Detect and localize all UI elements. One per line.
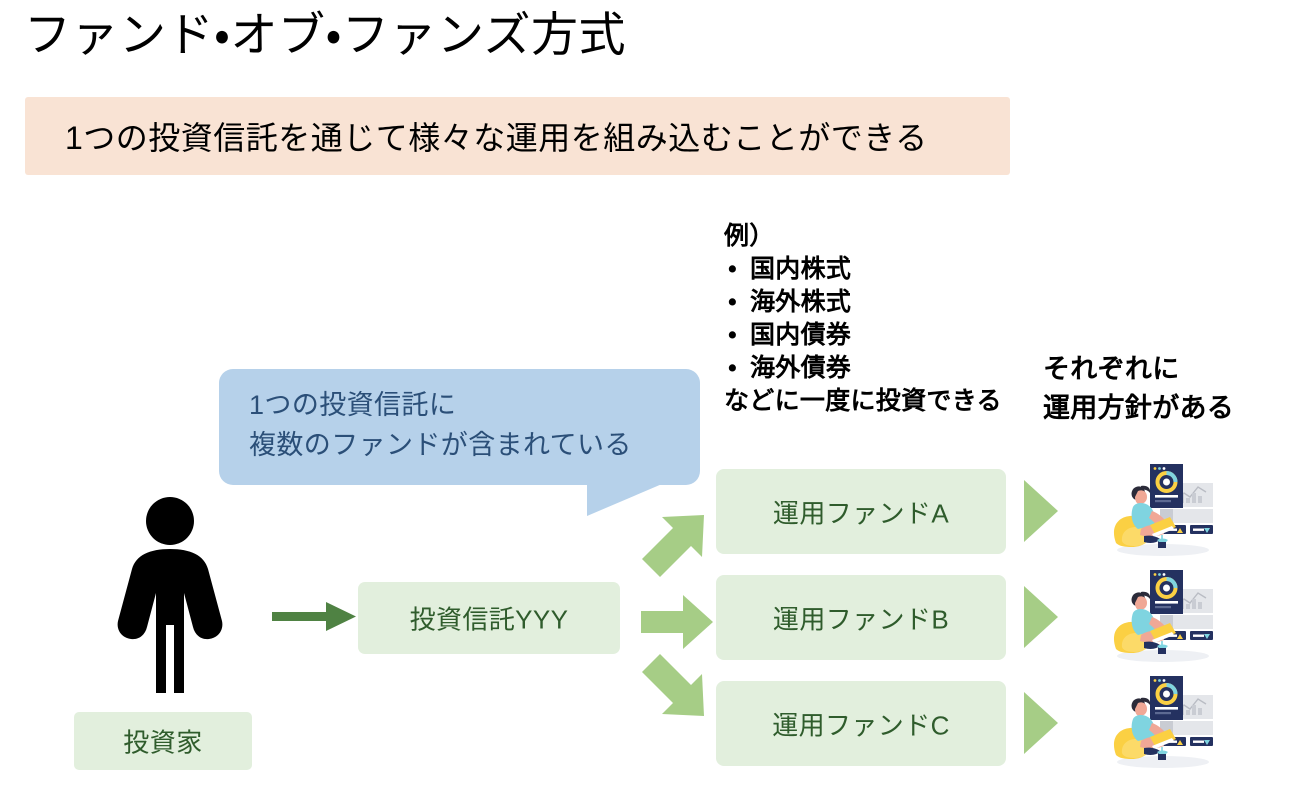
investment-trust-label: 投資信託YYY bbox=[409, 604, 569, 635]
list-item-label: 海外債券 bbox=[750, 354, 852, 382]
list-item: • 海外株式 bbox=[724, 286, 1054, 319]
bullet-icon: • bbox=[728, 255, 738, 283]
subtitle-text: 1つの投資信託を通じて様々な運用を組み込むことができる bbox=[65, 120, 928, 156]
list-item: • 国内株式 bbox=[724, 253, 1054, 286]
fund-box-a: 運用ファンドA bbox=[716, 469, 1006, 554]
person-pictogram-icon bbox=[110, 497, 230, 695]
list-item-label: 国内株式 bbox=[750, 255, 852, 283]
right-caption-line1: それぞれに bbox=[1043, 354, 1180, 384]
example-footer: などに一度に投資できる bbox=[724, 387, 1002, 415]
page-title: ファンド・オブ・ファンズ方式 bbox=[24, 8, 627, 61]
block-arrow-right-icon bbox=[639, 584, 715, 660]
bullet-icon: • bbox=[728, 288, 738, 316]
block-arrow-up-right-icon bbox=[633, 512, 709, 588]
triangle-right-icon bbox=[1024, 480, 1058, 542]
example-list: • 国内株式 • 海外株式 • 国内債券 • 海外債券 bbox=[724, 253, 1054, 385]
person-with-laptop-dashboard-illustration bbox=[1108, 561, 1228, 666]
bullet-icon: • bbox=[728, 321, 738, 349]
list-item-label: 国内債券 bbox=[750, 321, 852, 349]
speech-bubble-line2: 複数のファンドが含まれている bbox=[249, 430, 632, 460]
fund-box-b: 運用ファンドB bbox=[716, 575, 1006, 660]
right-caption-line2: 運用方針がある bbox=[1043, 393, 1235, 423]
speech-bubble: 1つの投資信託に 複数のファンドが含まれている bbox=[219, 369, 700, 485]
fund-box-b-label: 運用ファンドB bbox=[772, 604, 950, 634]
speech-bubble-line1: 1つの投資信託に bbox=[249, 390, 457, 420]
triangle-right-icon bbox=[1024, 586, 1058, 648]
triangle-right-icon bbox=[1024, 692, 1058, 754]
investor-label-text: 投資家 bbox=[123, 727, 203, 758]
investor-label: 投資家 bbox=[74, 712, 252, 770]
example-heading: 例） bbox=[724, 222, 775, 250]
example-block: 例） • 国内株式 • 海外株式 • 国内債券 • 海外債券 などに一度に投資できる bbox=[724, 220, 1054, 418]
fund-box-c-label: 運用ファンドC bbox=[772, 710, 950, 740]
bullet-icon: • bbox=[728, 354, 738, 382]
right-caption: それぞれに 運用方針がある bbox=[1043, 350, 1303, 428]
list-item: • 国内債券 bbox=[724, 319, 1054, 352]
fund-box-a-label: 運用ファンドA bbox=[772, 498, 950, 528]
person-with-laptop-dashboard-illustration bbox=[1108, 667, 1228, 772]
speech-bubble-text: 1つの投資信託に 複数のファンドが含まれている bbox=[249, 385, 632, 465]
speech-bubble-tail bbox=[587, 484, 662, 516]
fund-box-c: 運用ファンドC bbox=[716, 681, 1006, 766]
arrow-right-icon bbox=[272, 598, 358, 636]
investment-trust-box: 投資信託YYY bbox=[358, 582, 620, 654]
block-arrow-down-right-icon bbox=[633, 650, 709, 726]
list-item: • 海外債券 bbox=[724, 352, 1054, 385]
subtitle-banner: 1つの投資信託を通じて様々な運用を組み込むことができる bbox=[25, 97, 1010, 175]
list-item-label: 海外株式 bbox=[750, 288, 852, 316]
person-with-laptop-dashboard-illustration bbox=[1108, 455, 1228, 560]
